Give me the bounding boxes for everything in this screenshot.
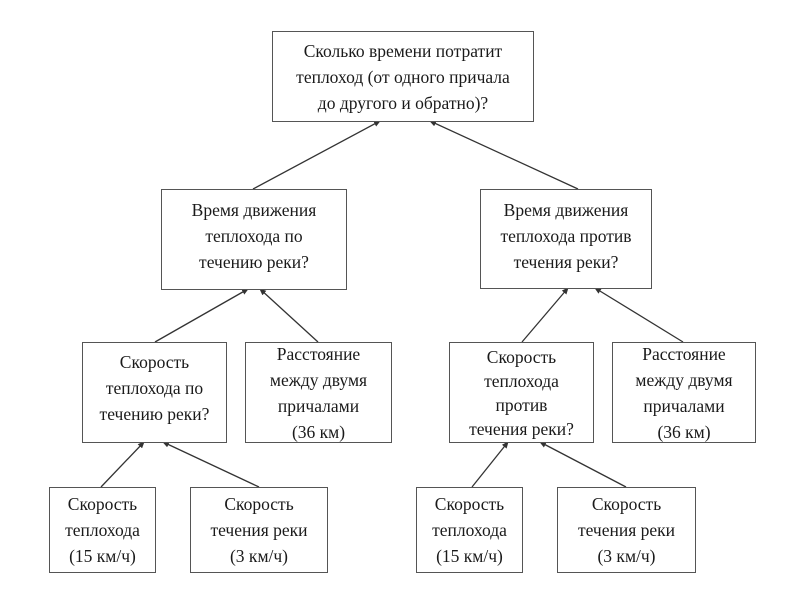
- node-river-speed-left: Скорость течения реки (3 км/ч): [190, 487, 328, 573]
- node-boat-speed-left: Скорость теплохода (15 км/ч): [49, 487, 156, 573]
- node-label: Сколько времени потратит теплоход (от од…: [296, 40, 510, 113]
- node-downstream-speed: Скорость теплохода по течению реки?: [82, 342, 227, 443]
- node-downstream-time: Время движения теплохода по течению реки…: [161, 189, 347, 290]
- node-boat-speed-right: Скорость теплохода (15 км/ч): [416, 487, 523, 573]
- arrow-down_speed-to-down_time: [154, 288, 249, 343]
- arrow-down_time-to-root: [252, 120, 381, 190]
- node-label: Время движения теплохода по течению реки…: [191, 200, 317, 272]
- node-label: Расстояние между двумя причалами (36 км): [635, 343, 733, 442]
- node-root-question: Сколько времени потратит теплоход (от од…: [272, 31, 534, 122]
- arrow-boat_speed_2-to-up_speed: [471, 441, 509, 488]
- arrow-boat_speed_1-to-down_speed: [100, 441, 145, 488]
- arrow-distance_2-to-up_time: [594, 287, 684, 343]
- node-distance-left: Расстояние между двумя причалами (36 км): [245, 342, 392, 443]
- node-label: Скорость течения реки (3 км/ч): [577, 494, 676, 566]
- arrow-river_speed_2-to-up_speed: [539, 441, 627, 488]
- arrow-up_speed-to-up_time: [521, 287, 569, 343]
- node-label: Время движения теплохода против течения …: [500, 200, 632, 272]
- arrow-distance_1-to-down_time: [259, 288, 319, 343]
- node-river-speed-right: Скорость течения реки (3 км/ч): [557, 487, 696, 573]
- arrow-river_speed_1-to-down_speed: [162, 441, 260, 488]
- arrow-up_time-to-root: [429, 120, 579, 190]
- node-upstream-time: Время движения теплохода против течения …: [480, 189, 652, 289]
- node-distance-right: Расстояние между двумя причалами (36 км): [612, 342, 756, 443]
- node-label: Скорость теплохода (15 км/ч): [65, 494, 140, 566]
- node-upstream-speed: Скорость теплохода против течения реки?: [449, 342, 594, 443]
- node-label: Скорость теплохода против течения реки?: [469, 346, 574, 439]
- node-label: Скорость течения реки (3 км/ч): [210, 494, 308, 566]
- node-label: Расстояние между двумя причалами (36 км): [269, 343, 368, 442]
- node-label: Скорость теплохода по течению реки?: [99, 352, 210, 424]
- node-label: Скорость теплохода (15 км/ч): [432, 494, 507, 566]
